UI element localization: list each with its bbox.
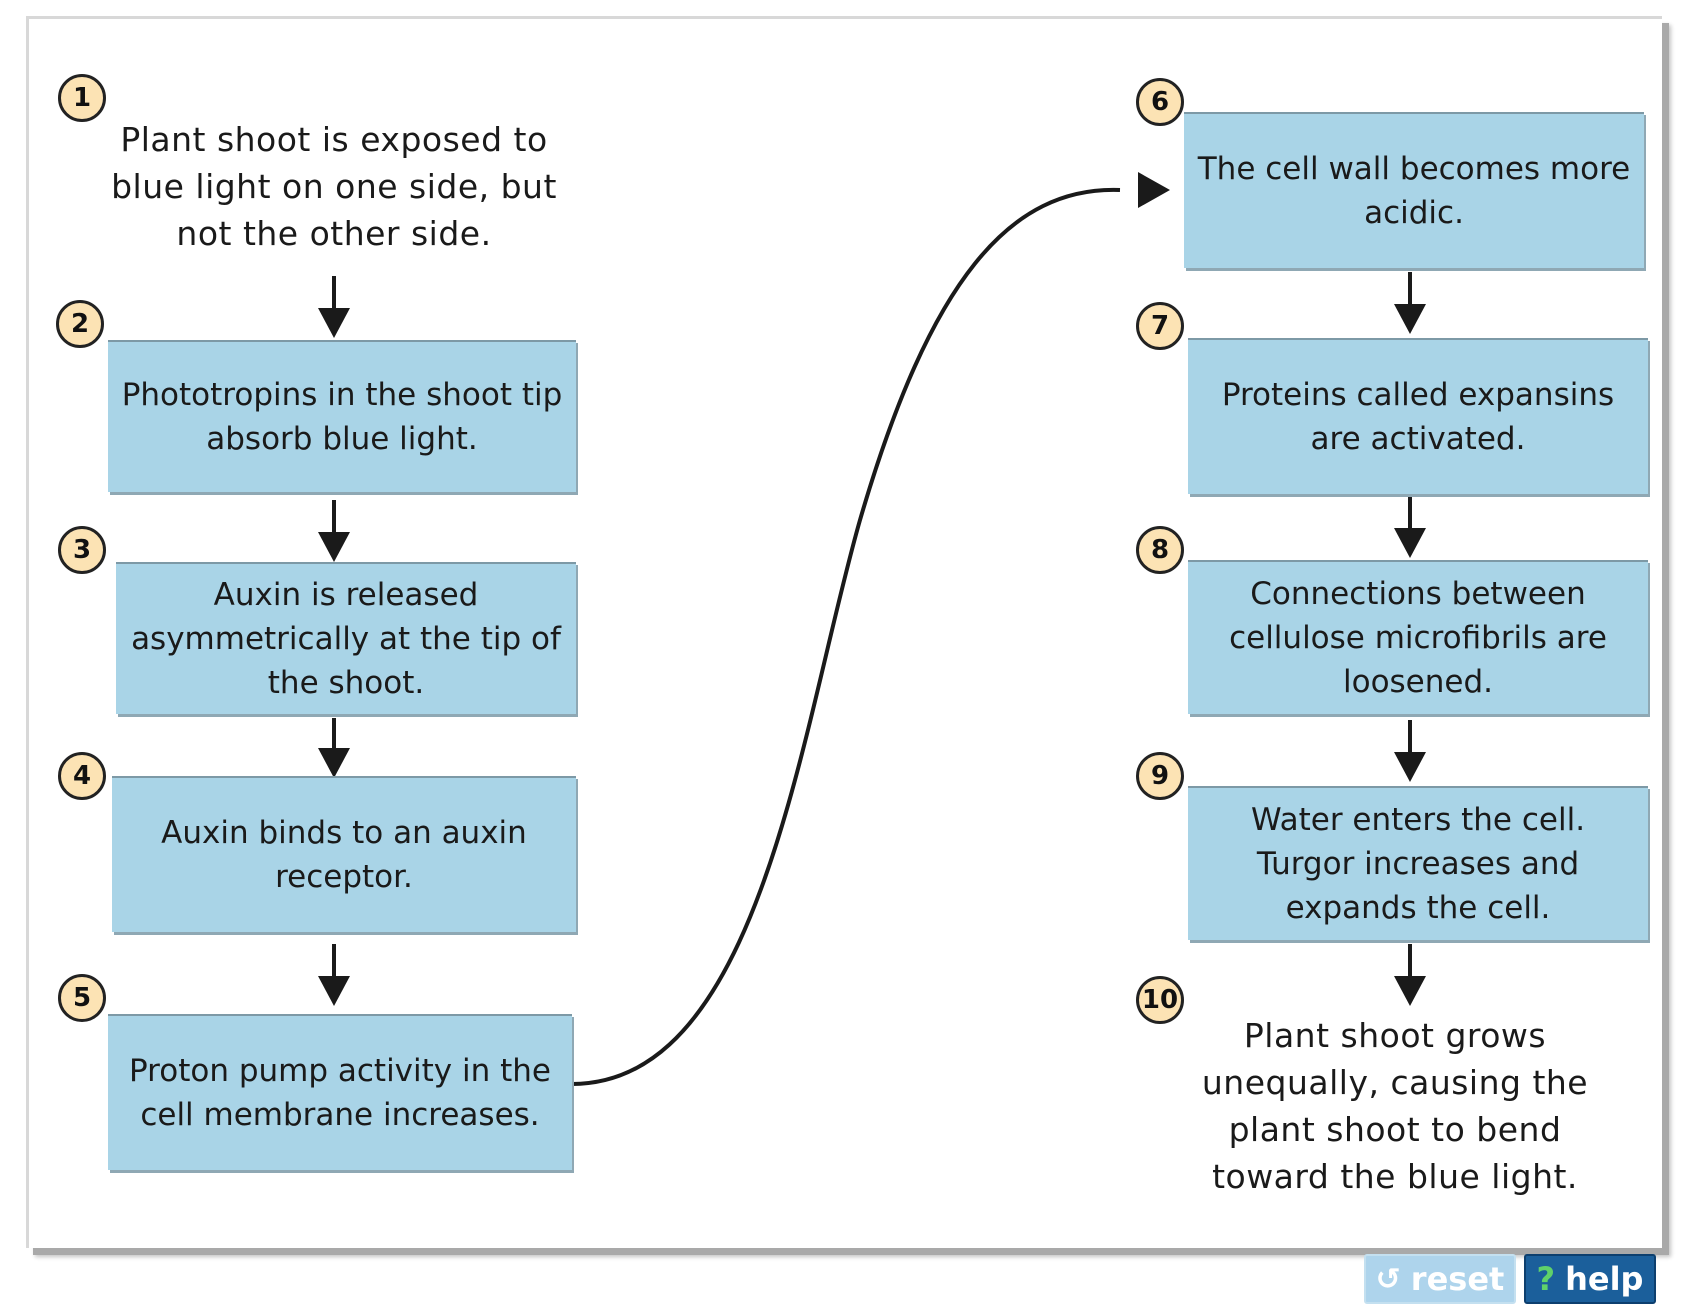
step-9-badge: 9 — [1136, 752, 1184, 800]
step-8-box: Connections between cellulose microfibri… — [1188, 560, 1648, 714]
reset-button[interactable]: ↺ reset — [1364, 1254, 1516, 1304]
step-6-badge: 6 — [1136, 78, 1184, 126]
step-9-box: Water enters the cell. Turgor increases … — [1188, 786, 1648, 940]
arrow-5-6 — [571, 187, 1121, 1086]
step-3-box: Auxin is released asymmetrically at the … — [116, 562, 576, 714]
step-5-box: Proton pump activity in the cell membran… — [108, 1014, 572, 1170]
step-4-box: Auxin binds to an auxin receptor. — [112, 776, 576, 932]
step-10-text: Plant shoot grows unequally, causing the… — [1201, 1016, 1589, 1196]
step-6-box: The cell wall becomes more acidic. — [1184, 112, 1644, 268]
reset-label: reset — [1410, 1260, 1505, 1298]
help-label: help — [1565, 1260, 1644, 1298]
question-icon: ? — [1536, 1260, 1556, 1298]
step-4-badge: 4 — [58, 752, 106, 800]
step-2-badge: 2 — [56, 300, 104, 348]
step-7-badge: 7 — [1136, 302, 1184, 350]
step-5-badge: 5 — [58, 974, 106, 1022]
step-1-badge: 1 — [58, 74, 106, 122]
step-1-text: Plant shoot is exposed to blue light on … — [111, 120, 557, 253]
step-10-badge: 10 — [1136, 976, 1184, 1024]
step-3-badge: 3 — [58, 526, 106, 574]
help-button[interactable]: ? help — [1524, 1254, 1656, 1304]
step-2-box: Phototropins in the shoot tip absorb blu… — [108, 340, 576, 492]
step-7-box: Proteins called expansins are activated. — [1188, 338, 1648, 494]
undo-icon: ↺ — [1375, 1261, 1401, 1297]
step-8-badge: 8 — [1136, 526, 1184, 574]
